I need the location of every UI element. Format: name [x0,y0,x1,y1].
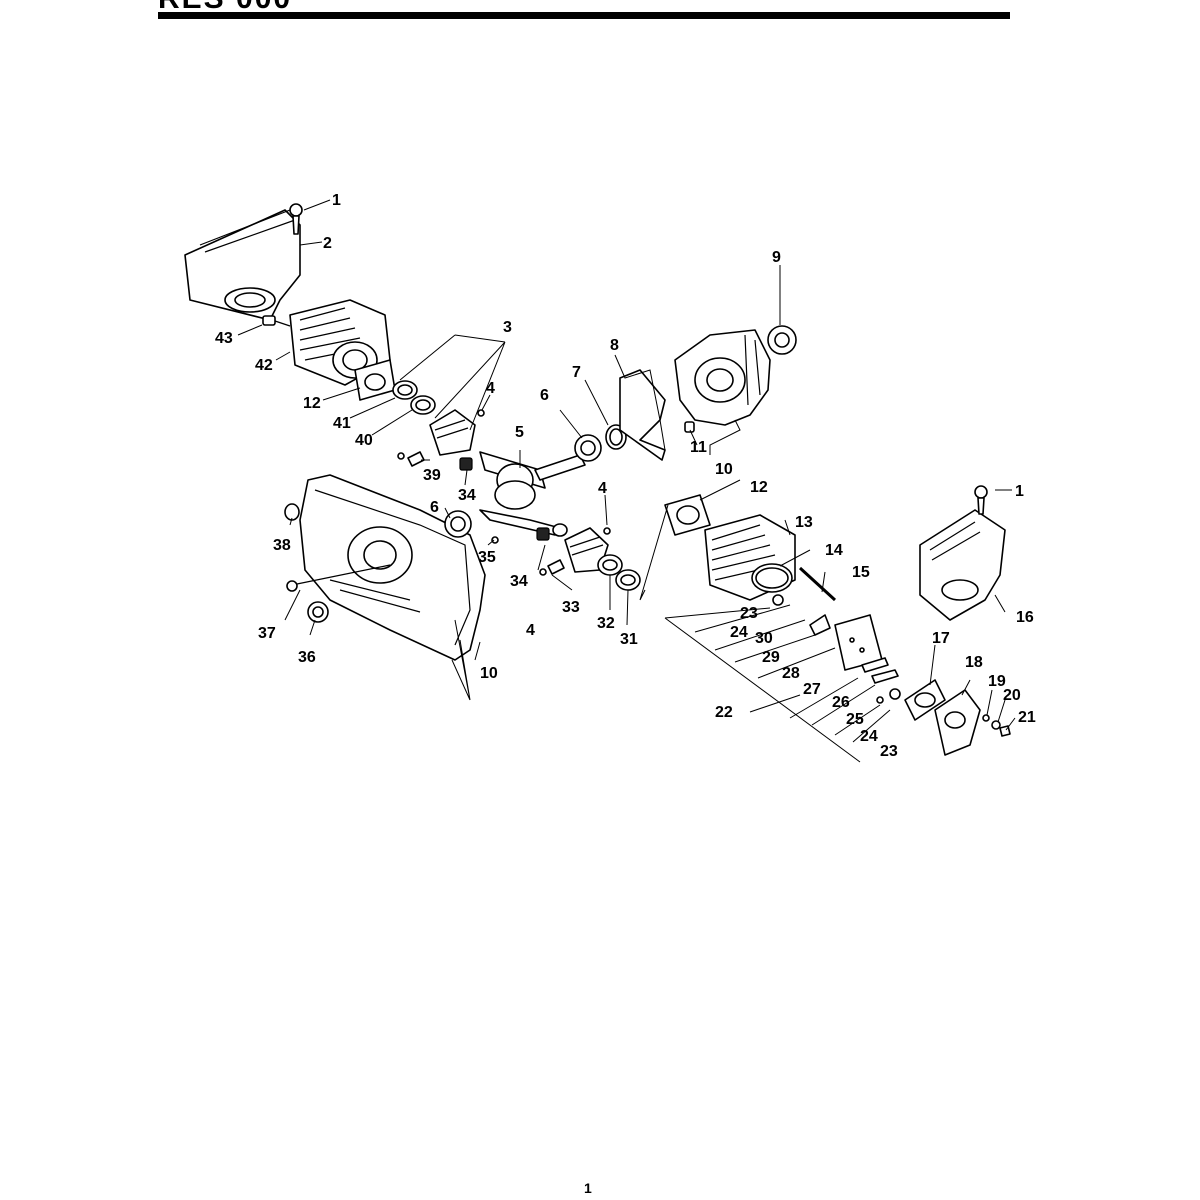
header-rule [158,12,1010,19]
screw-part [289,203,303,235]
carburetor-parts-group [772,594,901,704]
washer-nut-part [982,714,1011,737]
callout-label: 42 [255,357,273,374]
callout-label: 34 [510,573,528,590]
callout-label: 3 [503,319,512,336]
callout-label: 20 [1003,687,1021,704]
callout-label: 12 [750,479,768,496]
cylinder-cover-part [184,209,301,321]
callout-label: 43 [215,330,233,347]
callout-label: 10 [480,665,498,682]
piston-pin-lower-part [547,559,565,575]
callout-label: 6 [540,387,549,404]
header-title: RES 000 [158,0,292,16]
callout-label: 26 [832,694,850,711]
callout-label: 27 [803,681,821,698]
callout-label: 25 [846,711,864,728]
callout-label: 37 [258,625,276,642]
piston-rings-upper-part [392,380,436,415]
callout-label: 12 [303,395,321,412]
bearing-upper-part [574,434,602,462]
callout-label: 19 [988,673,1006,690]
callout-label: 32 [597,615,615,632]
needle-bearing-upper-part [459,457,473,471]
callout-label: 4 [486,380,495,397]
callout-label: 15 [852,564,870,581]
callout-label: 31 [620,631,638,648]
cylinder-bolt-part [262,315,291,327]
cylinder-cover-lower-part [919,509,1006,621]
page-number: 1 [584,1180,592,1196]
crankshaft-part [479,451,586,537]
piston-lower-part [564,527,609,573]
callout-label: 38 [273,537,291,554]
piston-pin-part [407,451,425,467]
callout-label: 34 [458,487,476,504]
callout-label: 10 [715,461,733,478]
callout-label: 1 [332,192,341,209]
insulator-gasket-part [904,679,946,721]
o-ring-part [751,563,793,593]
callout-label: 14 [825,542,843,559]
bearing-right-part [767,325,797,355]
callout-label: 36 [298,649,316,666]
callout-label: 23 [740,605,758,622]
callout-label: 41 [333,415,351,432]
guide-plate-part [619,369,666,461]
callout-label: 23 [880,743,898,760]
callout-label: 5 [515,424,524,441]
callout-label: 6 [430,499,439,516]
circlip-lower-left-part [539,527,611,576]
callout-label: 22 [715,704,733,721]
callout-label: 30 [755,630,773,647]
needle-bearing-lower-part [536,527,550,541]
bearing-lower-part [444,510,472,538]
callout-label: 24 [860,728,878,745]
callout-label: 39 [423,467,441,484]
callout-label: 17 [932,630,950,647]
piston-upper-part [429,409,476,456]
leader-lines [237,199,1016,763]
long-bolt-part [286,564,391,592]
callout-label: 24 [730,624,748,641]
callout-label: 9 [772,249,781,266]
callout-labels: 1 2 43 42 12 41 40 3 4 39 34 5 6 7 8 9 1… [215,192,1036,760]
screw-lower-part [974,485,988,515]
callout-label: 8 [610,337,619,354]
circlip-part [397,409,485,460]
callout-label: 40 [355,432,373,449]
callout-label: 4 [598,480,607,497]
callout-label: 33 [562,599,580,616]
dowel-pin-part [684,421,695,433]
carburetor-body-part [934,689,981,756]
callout-label: 4 [526,622,535,639]
callout-label: 21 [1018,709,1036,726]
oil-seal-plug-part [284,503,300,521]
callout-label: 7 [572,364,581,381]
callout-label: 16 [1016,609,1034,626]
callout-label: 35 [478,549,496,566]
callout-label: 13 [795,514,813,531]
callout-label: 1 [1015,483,1024,500]
callout-label: 11 [690,439,707,456]
callout-label: 18 [965,654,983,671]
callout-label: 28 [782,665,800,682]
gasket-lower-part [664,494,711,536]
crankcase-right-part [674,329,771,426]
stud-bolt-part [798,566,837,602]
callout-label: 2 [323,235,332,252]
crankcase-left-part [299,474,486,661]
piston-rings-lower-part [597,554,641,591]
circlip-lower-part [491,536,499,544]
callout-label: 29 [762,649,780,666]
oil-seal-part [307,601,329,623]
